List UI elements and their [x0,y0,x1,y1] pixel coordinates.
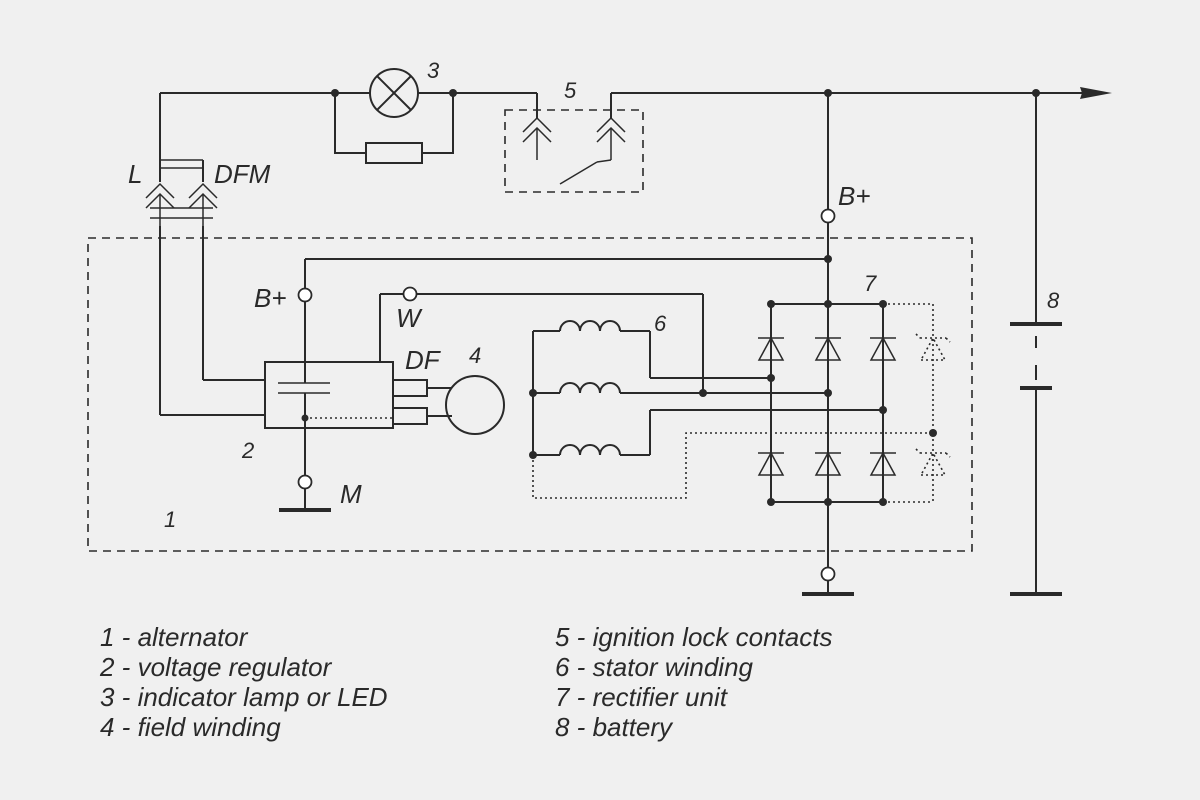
legend-item: 1 - alternator [100,622,249,652]
number-3: 3 [427,58,440,83]
legend-item: 6 - stator winding [555,652,754,682]
legend-item: 8 - battery [555,712,674,742]
junction [529,451,537,459]
number-1: 1 [164,507,176,532]
label-b-plus-regulator: B+ [254,283,287,313]
ignition-lock-contacts [504,93,644,193]
rectifier-unit [757,303,951,503]
label-b-plus-top: B+ [838,181,871,211]
label-l: L [128,159,142,189]
number-6: 6 [654,311,667,336]
rectifier-junctions [767,300,937,506]
junction [331,89,339,97]
stator-winding [532,294,933,499]
number-4: 4 [469,343,481,368]
indicator-lamp [335,68,453,118]
number-7: 7 [864,271,877,296]
junction [1032,89,1040,97]
legend-item: 4 - field winding [100,712,281,742]
legend-item: 3 - indicator lamp or LED [100,682,388,712]
junction [824,89,832,97]
number-5: 5 [564,78,577,103]
junction [529,389,537,397]
number-8: 8 [1047,288,1060,313]
field-winding [392,375,505,435]
label-w: W [396,303,423,333]
l-dfm-connectors [145,159,265,416]
voltage-regulator [264,259,703,512]
parallel-resistor [334,93,454,164]
legend-item: 2 - voltage regulator [99,652,333,682]
label-dfm: DFM [214,159,271,189]
legend: 1 - alternator 2 - voltage regulator 3 -… [99,622,832,742]
alternator-boundary [87,237,973,552]
top-rail [159,87,1112,160]
junction [699,389,707,397]
junction [449,89,457,97]
battery [1010,93,1062,596]
label-df: DF [405,345,442,375]
number-2: 2 [241,438,254,463]
junction [824,255,832,263]
legend-item: 5 - ignition lock contacts [555,622,832,652]
legend-item: 7 - rectifier unit [555,682,729,712]
label-m: M [340,479,362,509]
